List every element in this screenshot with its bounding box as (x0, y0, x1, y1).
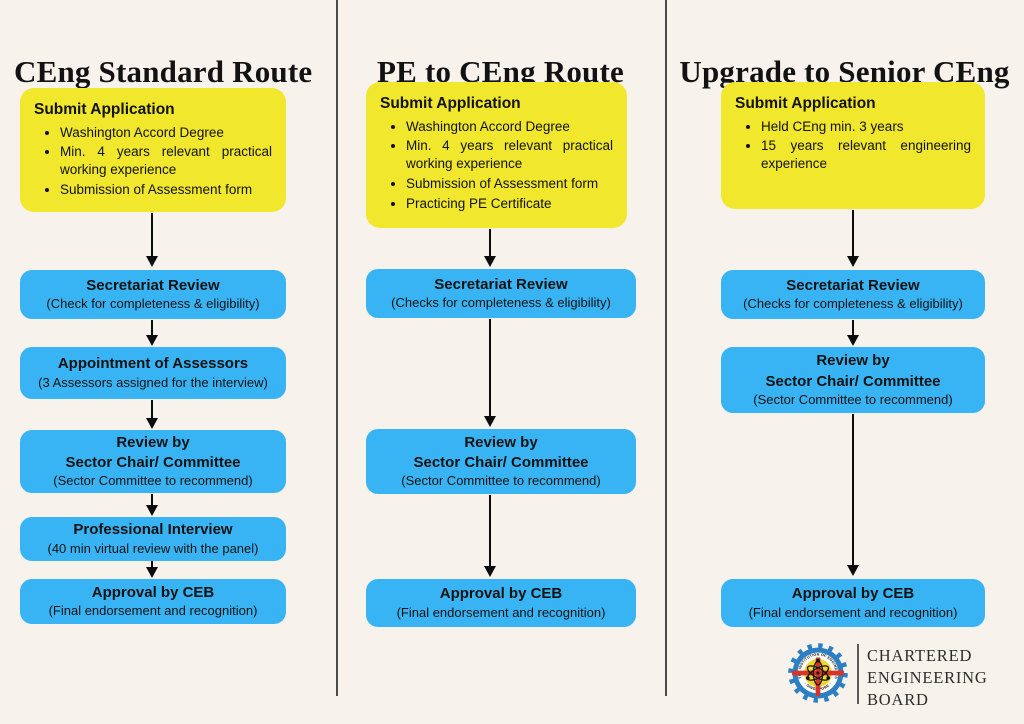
logo-text-separator (857, 644, 859, 704)
flow-arrow (483, 229, 497, 267)
requirement-item: Practicing PE Certificate (406, 195, 613, 213)
arrow-shaft (488, 319, 492, 416)
column-divider (336, 0, 338, 696)
arrow-shaft (488, 229, 492, 256)
arrow-head-icon (847, 565, 859, 576)
step-title: Professional Interview (73, 521, 233, 539)
org-name-line: ENGINEERING (867, 667, 988, 687)
arrow-shaft (150, 213, 154, 256)
step-professional-interview: Professional Interview (40 min virtual r… (20, 517, 286, 561)
ies-singapore-logo-icon: THE INSTITUTION OF ENGINEERS · SINGAPORE… (788, 643, 848, 703)
arrow-head-icon (146, 335, 158, 346)
step-note: (Sector Committee to recommend) (53, 473, 253, 489)
flow-arrow (846, 414, 860, 576)
arrow-shaft (851, 320, 855, 335)
box-heading: Submit Application (380, 95, 521, 112)
arrow-shaft (150, 400, 154, 418)
step-review-by-sector-chair: Review by Sector Chair/ Committee (Secto… (721, 347, 985, 413)
step-note: (Check for completeness & eligibility) (46, 296, 260, 312)
submit-application-box: Submit Application Washington Accord Deg… (20, 88, 286, 212)
requirement-item: Submission of Assessment form (60, 181, 272, 199)
flow-arrow (483, 319, 497, 427)
column-title-standard-route: CEng Standard Route (14, 53, 313, 89)
step-title-line2: Sector Chair/ Committee (413, 454, 589, 472)
flow-arrow (145, 213, 159, 267)
step-note: (Final endorsement and recognition) (748, 604, 958, 620)
step-title: Approval by CEB (91, 583, 215, 601)
arrow-shaft (150, 320, 154, 335)
flow-arrow (145, 494, 159, 516)
requirements-list: Washington Accord Degree Min. 4 years re… (34, 124, 272, 199)
step-review-by-sector-chair: Review by Sector Chair/ Committee (Secto… (20, 430, 286, 493)
requirement-item: Min. 4 years relevant practical working … (60, 143, 272, 179)
requirement-item: 15 years relevant engineering experience (761, 137, 971, 173)
step-secretariat-review: Secretariat Review (Check for completene… (20, 270, 286, 319)
arrow-shaft (150, 561, 154, 567)
step-note: (Sector Committee to recommend) (401, 473, 601, 489)
arrow-head-icon (146, 256, 158, 267)
step-note: (Checks for completeness & eligibility) (391, 295, 611, 311)
step-title: Secretariat Review (86, 276, 220, 294)
arrow-shaft (851, 414, 855, 565)
flow-arrow (145, 320, 159, 346)
arrow-head-icon (847, 256, 859, 267)
org-name: CHARTERED ENGINEERING BOARD (867, 645, 988, 711)
arrow-head-icon (146, 418, 158, 429)
box-heading: Submit Application (735, 95, 876, 112)
org-name-line: BOARD (867, 689, 929, 709)
step-note: (Final endorsement and recognition) (396, 604, 606, 620)
step-approval-by-ceb: Approval by CEB (Final endorsement and r… (366, 579, 636, 627)
flow-arrow (846, 210, 860, 267)
step-note: (Sector Committee to recommend) (753, 391, 953, 407)
arrow-shaft (851, 210, 855, 256)
requirement-item: Washington Accord Degree (60, 124, 272, 142)
step-appointment-of-assessors: Appointment of Assessors (3 Assessors as… (20, 347, 286, 399)
step-title: Approval by CEB (791, 585, 915, 603)
requirement-item: Submission of Assessment form (406, 175, 613, 193)
submit-application-box: Submit Application Held CEng min. 3 year… (721, 82, 985, 209)
step-title: Review by (116, 433, 190, 451)
step-title: Review by (464, 433, 538, 451)
step-title: Appointment of Assessors (57, 355, 249, 373)
arrow-shaft (488, 495, 492, 566)
step-title: Approval by CEB (439, 585, 563, 603)
step-title-line2: Sector Chair/ Committee (65, 454, 241, 472)
step-approval-by-ceb: Approval by CEB (Final endorsement and r… (20, 579, 286, 624)
arrow-head-icon (484, 416, 496, 427)
step-review-by-sector-chair: Review by Sector Chair/ Committee (Secto… (366, 429, 636, 494)
arrow-head-icon (484, 256, 496, 267)
step-note: (3 Assessors assigned for the interview) (38, 374, 268, 390)
step-secretariat-review: Secretariat Review (Checks for completen… (366, 269, 636, 318)
step-secretariat-review: Secretariat Review (Checks for completen… (721, 270, 985, 319)
step-note: (Checks for completeness & eligibility) (743, 296, 963, 312)
arrow-head-icon (847, 335, 859, 346)
arrow-head-icon (484, 566, 496, 577)
arrow-head-icon (146, 567, 158, 578)
org-name-line: CHARTERED (867, 646, 973, 665)
requirement-item: Held CEng min. 3 years (761, 118, 971, 136)
submit-application-box: Submit Application Washington Accord Deg… (366, 82, 627, 228)
box-heading: Submit Application (34, 101, 175, 118)
step-note: (Final endorsement and recognition) (48, 603, 258, 619)
requirements-list: Held CEng min. 3 years 15 years relevant… (735, 118, 971, 173)
requirements-list: Washington Accord Degree Min. 4 years re… (380, 118, 613, 213)
step-title: Secretariat Review (786, 276, 920, 294)
flow-arrow (145, 400, 159, 429)
flow-arrow (145, 561, 159, 578)
flow-arrow (483, 495, 497, 577)
requirement-item: Min. 4 years relevant practical working … (406, 137, 613, 173)
flow-arrow (846, 320, 860, 346)
step-title: Review by (816, 352, 890, 370)
requirement-item: Washington Accord Degree (406, 118, 613, 136)
arrow-shaft (150, 494, 154, 505)
arrow-head-icon (146, 505, 158, 516)
step-title-line2: Sector Chair/ Committee (765, 372, 941, 390)
step-approval-by-ceb: Approval by CEB (Final endorsement and r… (721, 579, 985, 627)
step-note: (40 min virtual review with the panel) (47, 540, 259, 556)
step-title: Secretariat Review (434, 275, 568, 293)
column-divider (665, 0, 667, 696)
